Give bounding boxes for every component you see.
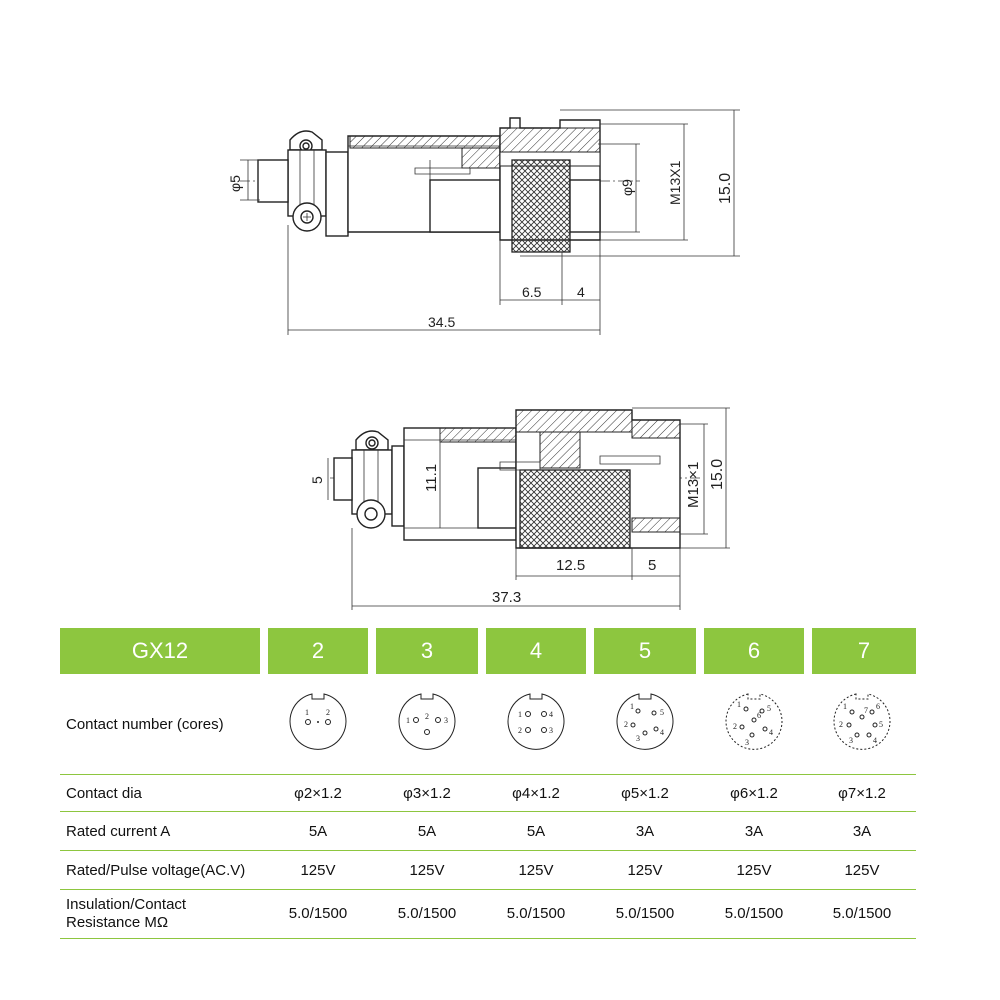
pin-5-label-3: 3	[636, 734, 640, 743]
pin-7-label-5: 5	[879, 720, 883, 729]
rated-current-cell: 5A	[264, 811, 372, 851]
header-3-pin: 3	[372, 628, 486, 674]
header-6-pin: 6	[700, 628, 812, 674]
top-dim-height: 15.0	[717, 173, 734, 204]
bottom-dim-height: 15.0	[709, 459, 726, 490]
rated-voltage-cell: 125V	[700, 850, 808, 890]
rated-current-cell: 3A	[590, 811, 700, 851]
connector-drawings: φ5 φ9 M13X1 15.0 6.5 4 34.5	[227, 109, 740, 610]
pin-6-label-5: 5	[767, 704, 771, 713]
pin-5-label-1: 1	[630, 702, 634, 711]
row-label-contact-number: Contact number (cores)	[60, 674, 264, 775]
contact-dia-cell: φ7×1.2	[808, 774, 916, 812]
pin-diagram-7: 1 2 3 4 5 6 7	[808, 674, 916, 775]
pin-6-label-6: 6	[757, 711, 761, 720]
header-4-pin: 4	[482, 628, 594, 674]
row-label-rated-voltage: Rated/Pulse voltage(AC.V)	[60, 850, 264, 890]
row-label-rated-current: Rated current A	[60, 811, 264, 851]
rated-voltage-cell: 125V	[808, 850, 916, 890]
pin-6-label-2: 2	[733, 722, 737, 731]
contact-dia-cell: φ4×1.2	[482, 774, 590, 812]
contact-dia-row: Contact dia φ2×1.2 φ3×1.2 φ4×1.2 φ5×1.2 …	[60, 774, 916, 812]
row-label-insulation-line1: Insulation/Contact	[66, 896, 187, 913]
bottom-dim-thread: M13×1	[685, 462, 702, 508]
rated-voltage-row: Rated/Pulse voltage(AC.V) 125V 125V 125V…	[60, 850, 916, 890]
pin-7-label-7: 7	[864, 706, 868, 715]
header-2-pin: 2	[264, 628, 376, 674]
contact-dia-cell: φ5×1.2	[590, 774, 700, 812]
rated-current-cell: 5A	[482, 811, 590, 851]
pin-4-label-2: 2	[518, 726, 522, 735]
pin-diagram-2: 1 2	[264, 674, 372, 775]
rated-current-cell: 3A	[700, 811, 808, 851]
top-dim-total: 34.5	[428, 314, 455, 330]
rated-voltage-cell: 125V	[372, 850, 482, 890]
bottom-connector-drawing: 5 11.1 M13×1 15.0 12.5 5 37.3	[309, 407, 730, 610]
insulation-row: Insulation/Contact Resistance MΩ 5.0/150…	[60, 889, 916, 939]
insulation-cell: 5.0/1500	[808, 889, 916, 939]
top-dim-d5: φ5	[227, 175, 243, 192]
pin-6-label-4: 4	[769, 728, 773, 737]
top-dim-thread: M13X1	[667, 160, 683, 205]
pin-2-label-2: 2	[326, 708, 330, 717]
pin-diagram-5: 1 2 3 4 5	[590, 674, 700, 775]
pin-2-label-1: 1	[305, 708, 309, 717]
pin-5-label-5: 5	[660, 708, 664, 717]
bottom-dim-111: 11.1	[423, 464, 440, 492]
rated-current-cell: 3A	[808, 811, 916, 851]
pin-4-label-3: 3	[549, 726, 553, 735]
pin-4-label-4: 4	[549, 710, 553, 719]
contact-dia-cell: φ3×1.2	[372, 774, 482, 812]
pin-diagram-3: 1 2 3	[372, 674, 482, 775]
pin-7-label-2: 2	[839, 720, 843, 729]
top-connector-drawing: φ5 φ9 M13X1 15.0 6.5 4 34.5	[227, 109, 740, 335]
bottom-dim-b: 5	[648, 557, 656, 574]
row-label-insulation: Insulation/Contact Resistance MΩ	[60, 889, 264, 939]
pin-5-label-2: 2	[624, 720, 628, 729]
row-label-insulation-line2: Resistance MΩ	[66, 914, 169, 931]
insulation-cell: 5.0/1500	[700, 889, 808, 939]
pin-6-label-1: 1	[737, 700, 741, 709]
rated-voltage-cell: 125V	[482, 850, 590, 890]
insulation-cell: 5.0/1500	[264, 889, 372, 939]
insulation-cell: 5.0/1500	[482, 889, 590, 939]
header-5-pin: 5	[590, 628, 704, 674]
top-dim-a: 6.5	[522, 284, 542, 300]
top-dim-d9: φ9	[619, 179, 635, 196]
pin-7-label-4: 4	[873, 736, 877, 745]
header-7-pin: 7	[808, 628, 916, 674]
rated-voltage-cell: 125V	[264, 850, 372, 890]
header-model: GX12	[60, 628, 268, 674]
rated-voltage-cell: 125V	[590, 850, 700, 890]
row-label-contact-dia: Contact dia	[60, 774, 264, 812]
contact-dia-cell: φ2×1.2	[264, 774, 372, 812]
bottom-dim-5: 5	[309, 476, 325, 484]
rated-current-row: Rated current A 5A 5A 5A 3A 3A 3A	[60, 811, 916, 851]
top-dim-b: 4	[577, 284, 585, 300]
pin-3-label-2: 2	[425, 712, 429, 721]
spec-table: GX12 2 3 4 5 6 7 Contact number (cores) …	[60, 628, 916, 939]
bottom-dim-total: 37.3	[492, 589, 521, 606]
rated-current-cell: 5A	[372, 811, 482, 851]
pin-5-label-4: 4	[660, 728, 664, 737]
pin-3-label-1: 1	[406, 716, 410, 725]
pin-7-label-1: 1	[843, 702, 847, 711]
bottom-dim-a: 12.5	[556, 557, 585, 574]
insulation-cell: 5.0/1500	[590, 889, 700, 939]
pin-3-label-3: 3	[444, 716, 448, 725]
spec-header-row: GX12 2 3 4 5 6 7	[60, 628, 916, 674]
pin-diagram-6: 1 2 3 4 5 6	[700, 674, 808, 775]
pin-diagram-4: 1 2 3 4	[482, 674, 590, 775]
pin-7-label-6: 6	[876, 702, 880, 711]
pin-4-label-1: 1	[518, 710, 522, 719]
contact-number-row: Contact number (cores) 1 2 1 2 3	[60, 674, 916, 775]
insulation-cell: 5.0/1500	[372, 889, 482, 939]
pin-6-label-3: 3	[745, 738, 749, 747]
contact-dia-cell: φ6×1.2	[700, 774, 808, 812]
pin-7-label-3: 3	[849, 736, 853, 745]
